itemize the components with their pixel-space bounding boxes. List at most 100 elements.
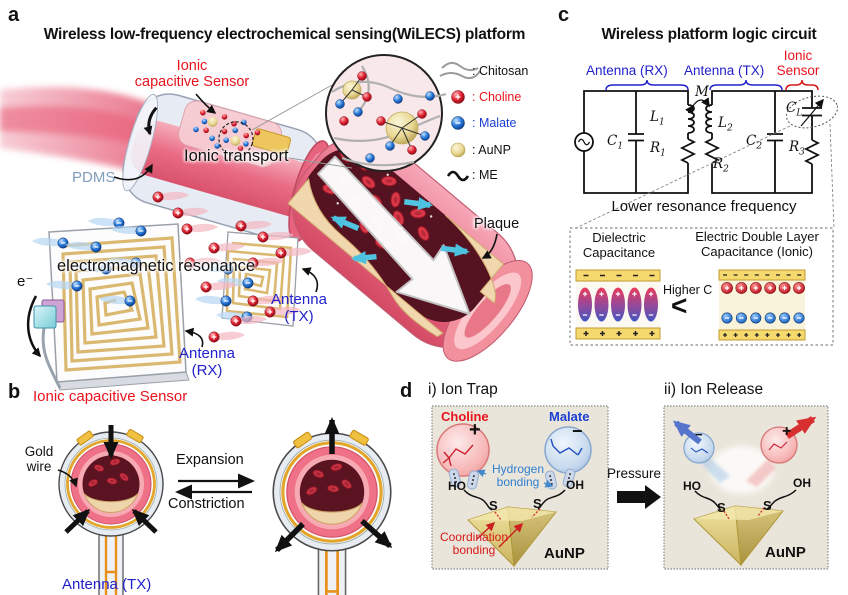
legend-me: : ME xyxy=(472,168,498,182)
edl-capacitance-label: Electric Double Layer Capacitance (Ionic… xyxy=(695,229,819,259)
label-c2: C2 xyxy=(746,133,763,152)
gold-electrode xyxy=(251,128,292,156)
panel-c-circuit xyxy=(569,79,838,346)
panel-d-illustration xyxy=(431,405,829,570)
plaque-top xyxy=(444,214,505,304)
aunp-pyramid-trap xyxy=(467,506,557,568)
sensor-chemistry-inset xyxy=(325,54,447,172)
legend-choline: : Choline xyxy=(472,90,522,104)
choline-plus-symbol: + xyxy=(469,419,481,441)
ionic-capacitive-sensor-label: Ionic capacitive Sensor xyxy=(134,58,250,91)
coordination-bonding-label: Coordination bonding xyxy=(439,530,509,558)
pressure-label: Pressure xyxy=(607,466,662,481)
released-malate-minus: − xyxy=(695,427,703,442)
released-malate xyxy=(683,432,715,464)
ion-trap-title: i) Ion Trap xyxy=(428,381,498,398)
aunp-label-trap: AuNP xyxy=(544,545,585,562)
oh-label-trap: OH xyxy=(566,478,584,492)
ionic-transport-arrow xyxy=(143,106,158,136)
malate-label: Malate xyxy=(549,409,590,424)
hydrogen-bonding-label: Hydrogen bonding xyxy=(491,462,545,490)
antenna-tx-label: Antenna (TX) xyxy=(271,291,327,325)
malate-release-arrow xyxy=(672,420,702,445)
panel-c-label: c xyxy=(558,4,570,26)
inductor-l1 xyxy=(687,104,695,134)
dielectric-capacitance-label: Dielectric Capacitance xyxy=(582,230,656,260)
resistor-r1 xyxy=(679,138,697,164)
choline-ions xyxy=(339,71,427,155)
choline-label: Choline xyxy=(441,409,489,424)
electron-label: e⁻ xyxy=(17,273,34,290)
em-resonance-label: electromagnetic resonance xyxy=(57,257,256,275)
edl-capacitor-diagram xyxy=(718,269,806,341)
panel-a-title: Wireless low-frequency electrochemical s… xyxy=(43,26,526,43)
panel-a-illustration xyxy=(0,54,533,391)
aunp-icon xyxy=(450,142,466,158)
panel-c-title: Wireless platform logic circuit xyxy=(601,26,817,43)
less-than-symbol: < xyxy=(671,290,688,321)
ho-label-release: HO xyxy=(683,479,701,493)
label-l1: L1 xyxy=(650,109,665,128)
s-label-trap-right: S xyxy=(533,496,542,511)
malate-minus-symbol: − xyxy=(572,421,583,441)
lower-resonance-label: Lower resonance frequency xyxy=(611,198,797,215)
mutual-coupling-arrow xyxy=(685,97,710,115)
antenna-rx-label: Antenna (RX) xyxy=(179,345,235,379)
vessel-cutaway xyxy=(287,135,533,362)
plaque-bottom xyxy=(287,177,444,338)
mutual-inductance-label: M xyxy=(695,84,709,100)
me-icon xyxy=(446,170,470,182)
rx-brace xyxy=(605,79,689,91)
expansion-arrows xyxy=(274,417,393,553)
sensor-ring-expanded xyxy=(273,430,391,595)
malate-ions xyxy=(335,91,435,163)
panel-d-label: d xyxy=(400,380,413,402)
antenna-rx-label-c: Antenna (RX) xyxy=(586,63,668,78)
rx-coil-spiral xyxy=(61,236,182,372)
legend-aunp: : AuNP xyxy=(472,143,511,157)
oh-label-release: OH xyxy=(793,476,811,490)
chitosan-icon xyxy=(439,62,481,80)
pdms-label: PDMS xyxy=(72,169,116,186)
tx-brace xyxy=(709,79,783,91)
aunp-pyramid-release xyxy=(693,505,784,567)
choline-molecule xyxy=(436,423,490,477)
inductor-l2 xyxy=(705,104,713,134)
choline-release-arrow xyxy=(785,416,817,439)
dielectric-capacitor-diagram xyxy=(575,269,661,340)
label-r2: R2 xyxy=(713,156,729,175)
electrode-cube xyxy=(33,299,65,389)
label-cl: CL xyxy=(786,100,803,119)
antenna-tx-label-b: Antenna (TX) xyxy=(62,576,152,593)
expansion-label: Expansion xyxy=(176,452,244,468)
constriction-label: Constriction xyxy=(168,496,245,512)
released-choline-plus: + xyxy=(782,423,792,440)
legend-malate: : Malate xyxy=(472,116,517,130)
legend-chitosan: : Chitosan xyxy=(472,64,529,78)
resistor-r3 xyxy=(803,139,821,165)
label-l2: L2 xyxy=(718,115,733,134)
ionic-transport-label: Ionic transport xyxy=(184,147,289,165)
sensor-capacitor-cl xyxy=(802,107,822,117)
constriction-arrows xyxy=(64,425,158,534)
panel-b-label: b xyxy=(8,381,21,403)
malate-molecule xyxy=(544,426,592,474)
pressure-arrow xyxy=(617,485,661,509)
aunp-label-release: AuNP xyxy=(765,544,806,561)
ho-label-trap: HO xyxy=(448,479,466,493)
electron-flow-arrow xyxy=(26,295,41,358)
ionic-sensor-label: Ionic Sensor xyxy=(776,48,820,79)
sensor-brace xyxy=(785,79,819,91)
label-r1: R1 xyxy=(650,140,666,159)
pulse-arrows xyxy=(330,197,470,265)
antenna-tx-label-c: Antenna (TX) xyxy=(684,63,765,78)
plaque-label: Plaque xyxy=(474,216,520,232)
higher-c-label: Higher C xyxy=(663,283,713,297)
panel-b-illustration xyxy=(58,417,393,595)
s-label-release-right: S xyxy=(763,498,772,513)
label-r3: R3 xyxy=(789,139,805,158)
flow-arrow xyxy=(317,155,471,315)
label-c1: C1 xyxy=(607,133,624,152)
